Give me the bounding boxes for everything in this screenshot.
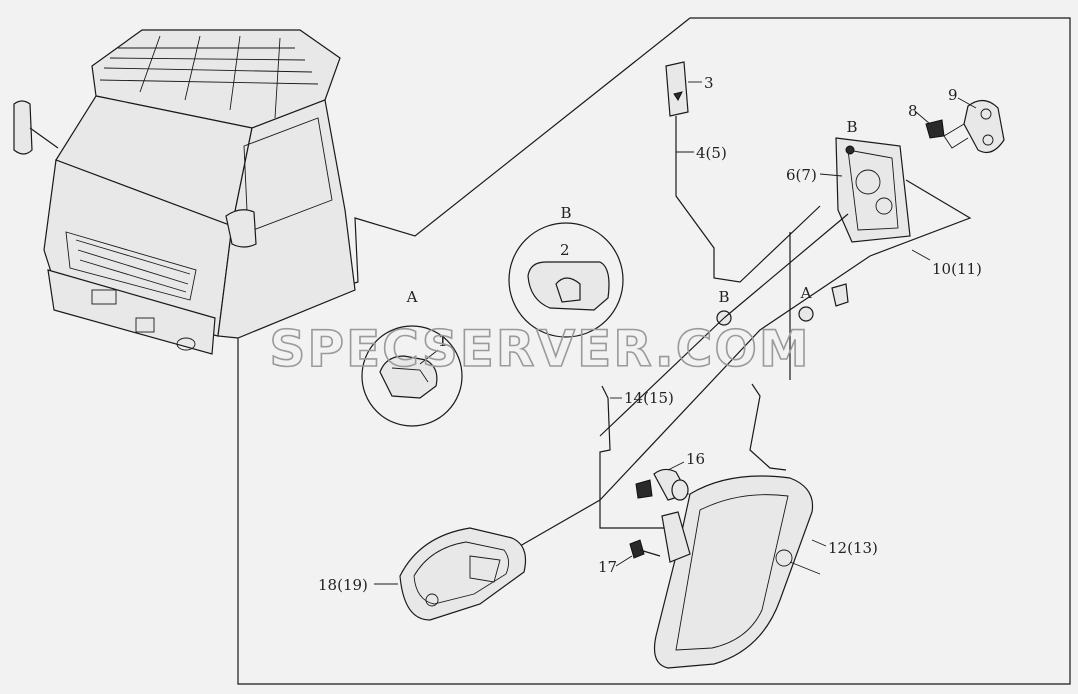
lock-rod: 14(15)	[599, 232, 791, 529]
watermark: SPECSERVER.COM	[269, 320, 810, 378]
detail-b: B 2	[508, 204, 624, 338]
detail-a: A 1	[361, 288, 463, 427]
label-part-1: 1	[438, 332, 448, 350]
label-part-9: 9	[948, 86, 958, 104]
label-part-14: 14(15)	[624, 389, 674, 407]
rod-markers: B A	[599, 213, 849, 437]
marker-a: A	[800, 284, 812, 302]
door-latch-assembly: B 6(7) 8 9	[786, 86, 1005, 243]
label-part-18: 18(19)	[318, 576, 368, 594]
section-frame	[237, 17, 1071, 685]
label-part-2: 2	[560, 241, 570, 259]
detail-a-callout: A	[406, 288, 418, 306]
label-part-16: 16	[686, 450, 705, 468]
latch-b-callout: B	[846, 118, 857, 136]
label-part-10: 10(11)	[932, 260, 982, 278]
label-part-17: 17	[598, 558, 617, 576]
marker-b: B	[718, 288, 729, 306]
lock-knob-assembly: 3 4(5)	[665, 61, 821, 283]
inside-handle: 18(19)	[318, 527, 527, 621]
label-part-4: 4(5)	[696, 144, 727, 162]
outside-handle: 12(13)	[653, 475, 878, 669]
release-cable: 10(11)	[519, 179, 982, 547]
label-part-8: 8	[908, 102, 918, 120]
label-part-6: 6(7)	[786, 166, 817, 184]
label-part-3: 3	[704, 74, 714, 92]
bolt: 17	[598, 539, 661, 576]
label-part-12: 12(13)	[828, 539, 878, 557]
detail-b-callout: B	[560, 204, 571, 222]
lock-cylinder: 16	[635, 450, 705, 501]
truck-cab	[13, 29, 356, 355]
